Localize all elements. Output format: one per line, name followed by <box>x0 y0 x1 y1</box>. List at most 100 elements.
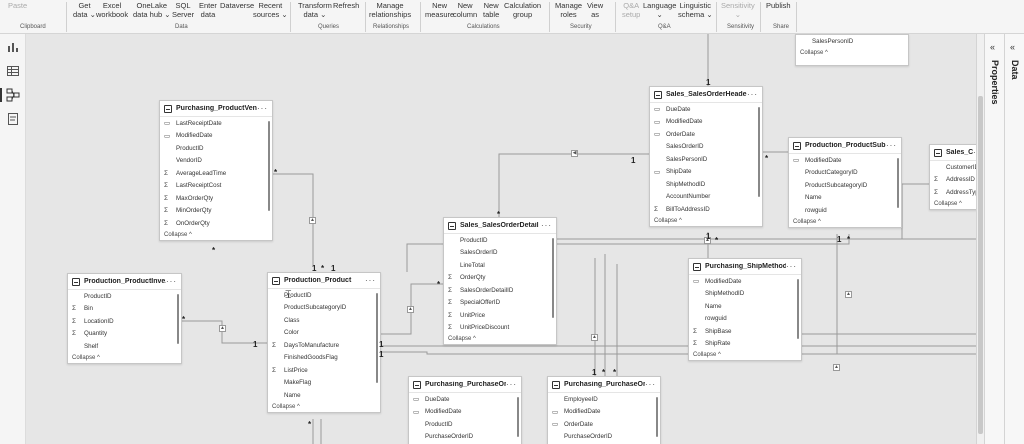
field-row[interactable]: ▭ShipDate <box>650 166 762 179</box>
model-view-icon[interactable] <box>0 88 20 102</box>
field-row[interactable]: AccountNumber <box>650 191 762 204</box>
field-row[interactable]: ▭OrderDate <box>650 128 762 141</box>
table-card-header[interactable]: Purchasing_ShipMethod··· <box>689 259 801 275</box>
field-row[interactable]: Name <box>268 389 380 402</box>
sensitivity-button[interactable]: Sensitivity⌄ <box>721 1 755 19</box>
language-button[interactable]: Language⌄ <box>643 1 676 19</box>
table-card-fragment[interactable]: SalesPersonID Collapse ^ <box>795 34 909 66</box>
field-row[interactable]: SalesPersonID <box>650 153 762 166</box>
card-scrollbar[interactable] <box>758 107 760 197</box>
collapse-button[interactable]: Collapse ^ <box>72 354 100 361</box>
scrollbar-thumb[interactable] <box>978 96 983 434</box>
table-card[interactable]: Purchasing_PurchaseOr...···▭DueDate▭Modi… <box>408 376 522 444</box>
field-row[interactable]: FinishedGoodsFlag <box>268 352 380 365</box>
field-row[interactable]: ▭OrderDate <box>548 418 660 431</box>
table-card-header[interactable]: Purchasing_PurchaseOr...··· <box>548 377 660 393</box>
canvas-scrollbar[interactable] <box>976 34 984 444</box>
table-card-header[interactable]: Purchasing_ProductVen...··· <box>160 101 272 117</box>
properties-panel[interactable]: « Properties <box>984 34 1004 444</box>
expand-chevron-icon[interactable]: « <box>990 42 996 52</box>
publish-button[interactable]: Publish <box>766 1 791 10</box>
table-card[interactable]: Sales_SalesOrderHeader···▭DueDate▭Modifi… <box>649 86 763 227</box>
field-row[interactable]: ProductID <box>68 290 181 303</box>
field-row[interactable]: SalesPersonID <box>796 35 908 48</box>
field-row[interactable]: EmployeeID <box>548 393 660 406</box>
collapse-button[interactable]: Collapse ^ <box>693 352 721 358</box>
field-row[interactable]: ProductID <box>160 142 272 155</box>
more-options-icon[interactable]: ··· <box>747 90 758 99</box>
more-options-icon[interactable]: ··· <box>541 221 552 230</box>
field-row[interactable]: ProductID <box>268 289 380 302</box>
more-options-icon[interactable]: ··· <box>645 380 656 389</box>
field-row[interactable]: ▭ModifiedDate <box>789 154 901 167</box>
dataverse-button[interactable]: Dataverse <box>220 1 254 10</box>
data-panel[interactable]: « Data <box>1004 34 1024 444</box>
table-card[interactable]: Production_ProductSub...···▭ModifiedDate… <box>788 137 902 228</box>
expand-chevron-icon[interactable]: « <box>1010 42 1016 52</box>
table-card-header[interactable]: Sales_SalesOrderHeader··· <box>650 87 762 103</box>
field-row[interactable]: ▭ModifiedDate <box>548 406 660 419</box>
collapse-button[interactable]: Collapse ^ <box>164 231 192 238</box>
field-row[interactable]: SalesOrderID <box>444 247 556 260</box>
card-scrollbar[interactable] <box>268 121 270 211</box>
dax-query-view-icon[interactable] <box>6 112 20 126</box>
field-row[interactable]: Shelf <box>68 340 181 353</box>
field-row[interactable]: ΣAddressType <box>930 186 976 199</box>
card-scrollbar[interactable] <box>897 158 899 208</box>
collapse-button[interactable]: Collapse ^ <box>272 403 300 410</box>
more-options-icon[interactable]: ··· <box>973 148 976 157</box>
card-scrollbar[interactable] <box>376 293 378 383</box>
table-card-header[interactable]: Sales_SalesOrderDetail··· <box>444 218 556 234</box>
table-card-header[interactable]: Production_ProductSub...··· <box>789 138 901 154</box>
table-card-header[interactable]: Sales_Cu...··· <box>930 145 976 161</box>
field-row[interactable]: ProductCategoryID <box>789 167 901 180</box>
field-row[interactable]: CustomerID <box>930 161 976 174</box>
card-scrollbar[interactable] <box>656 397 658 437</box>
field-row[interactable]: LineTotal <box>444 259 556 272</box>
table-card-header[interactable]: Production_ProductInve...··· <box>68 274 181 290</box>
field-row[interactable]: ShipMethodID <box>650 178 762 191</box>
refresh-button[interactable]: Refresh <box>333 1 359 10</box>
table-card[interactable]: Purchasing_ProductVen...···▭LastReceiptD… <box>159 100 273 241</box>
field-row[interactable]: SalesOrderID <box>650 141 762 154</box>
more-options-icon[interactable]: ··· <box>886 141 897 150</box>
field-row[interactable]: ShipMethodID <box>689 288 801 301</box>
field-row[interactable]: rowguid <box>689 313 801 326</box>
collapse-button[interactable]: Collapse ^ <box>793 218 821 225</box>
report-view-icon[interactable] <box>6 40 20 54</box>
field-row[interactable]: Name <box>789 192 901 205</box>
more-options-icon[interactable]: ··· <box>257 104 268 113</box>
field-row[interactable]: ▭ModifiedDate <box>409 406 521 419</box>
field-row[interactable]: ProductID <box>444 234 556 247</box>
more-options-icon[interactable]: ··· <box>506 380 517 389</box>
collapse-button[interactable]: Collapse ^ <box>800 49 828 56</box>
